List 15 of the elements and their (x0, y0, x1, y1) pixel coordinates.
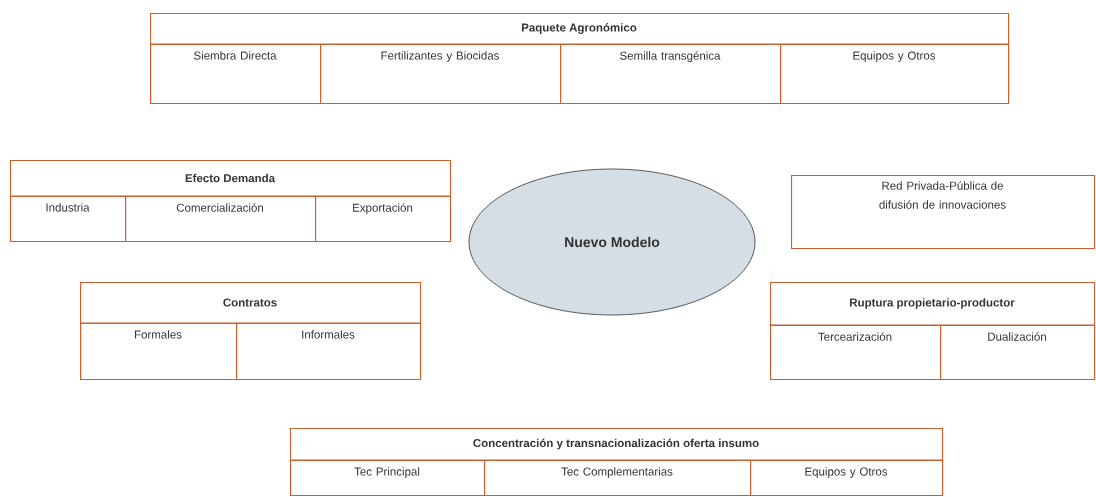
table-cell: Fertilizantes y Biocidas (320, 44, 562, 105)
table-cell: Semilla transgénica (560, 44, 782, 105)
table-cell: Dualización (940, 325, 1096, 381)
table-cell: Tercearización (770, 325, 942, 381)
table-cell: Industria (10, 196, 127, 243)
table-cell: Siembra Directa (150, 44, 322, 105)
text-box: Red Privada-Pública de difusión de innovaciones (791, 175, 1096, 250)
table-cell: Equipos y Otros (780, 44, 1010, 105)
table-cell: Formales (80, 323, 238, 381)
table-cell: Exportación (315, 196, 452, 243)
table-cell: Equipos y Otros (750, 460, 944, 497)
table-cell: Tec Complementarias (484, 460, 752, 497)
table-cell: Comercialización (125, 196, 317, 243)
table-cell: Informales (236, 323, 422, 381)
table-cell: Tec Principal (290, 460, 486, 497)
